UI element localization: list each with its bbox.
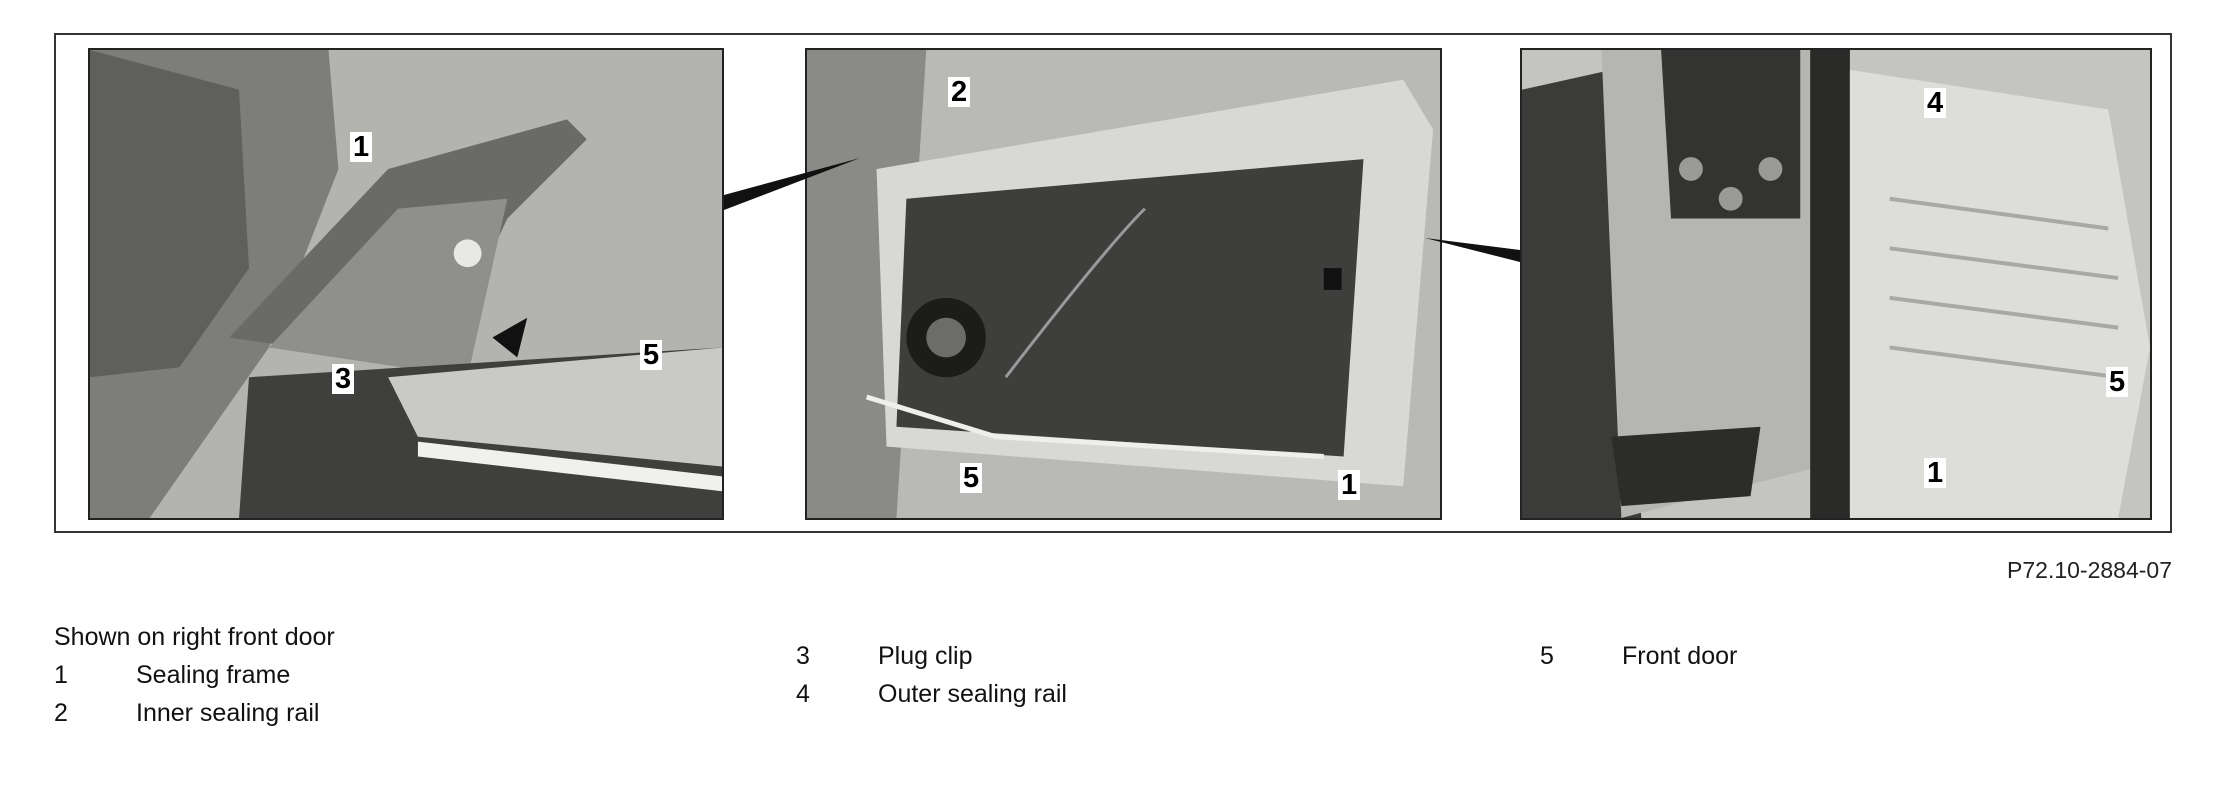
legend-column-2: 3 Plug clip 4 Outer sealing rail [796, 637, 1067, 713]
legend-number: 5 [1540, 642, 1554, 670]
legend-item: 4 Outer sealing rail [796, 675, 1067, 713]
legend-label: Outer sealing rail [878, 680, 1067, 708]
legend-label: Inner sealing rail [136, 699, 320, 727]
callout-2-panel2: 2 [948, 77, 971, 107]
legend-heading: Shown on right front door [54, 623, 335, 651]
callout-5-panel2: 5 [960, 463, 983, 493]
legend-item: 3 Plug clip [796, 637, 1067, 675]
legend-column-1: Shown on right front door 1 Sealing frame… [54, 618, 335, 732]
callout-4-panel3: 4 [1924, 88, 1947, 118]
photo-panel-outer-sealing-rail [1520, 48, 2152, 520]
callout-1-panel1: 1 [350, 132, 373, 162]
legend-number: 2 [54, 699, 68, 727]
legend-label: Front door [1622, 642, 1738, 670]
legend-item: 2 Inner sealing rail [54, 694, 335, 732]
legend-number: 1 [54, 661, 68, 689]
legend-item: 5 Front door [1540, 637, 1737, 675]
legend-number: 4 [796, 680, 810, 708]
legend-label: Sealing frame [136, 661, 291, 689]
legend-item: 1 Sealing frame [54, 656, 335, 694]
legend-number: 3 [796, 642, 810, 670]
callout-1-panel3: 1 [1924, 458, 1947, 488]
photo-panel-inner-sealing-rail [805, 48, 1442, 520]
figure-id: P72.10-2884-07 [2007, 557, 2172, 583]
callout-5-panel1: 5 [640, 340, 663, 370]
callout-3-panel1: 3 [332, 364, 355, 394]
legend-label: Plug clip [878, 642, 973, 670]
photo-panel-sealing-frame [88, 48, 724, 520]
callout-5-panel3: 5 [2106, 367, 2129, 397]
legend-column-3: 5 Front door [1540, 637, 1737, 675]
callout-1-panel2: 1 [1338, 470, 1361, 500]
